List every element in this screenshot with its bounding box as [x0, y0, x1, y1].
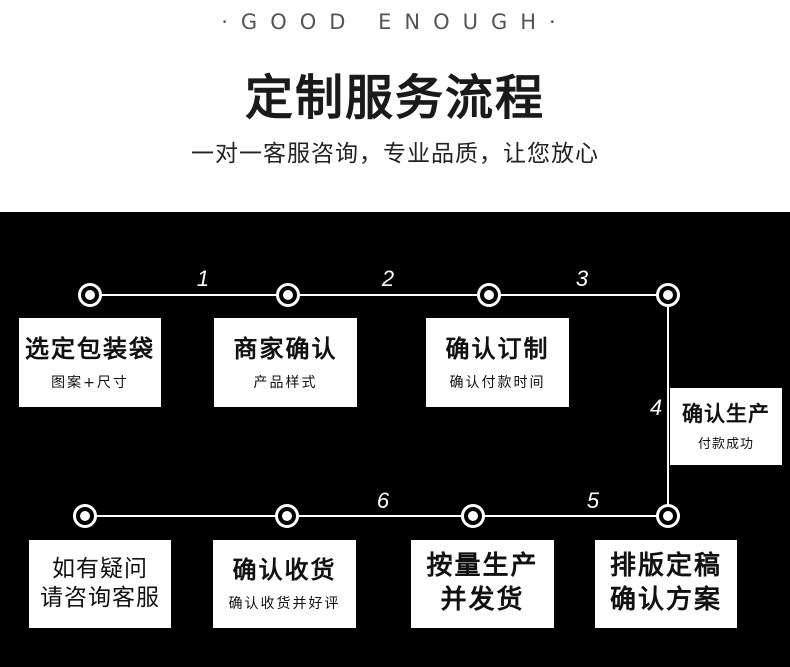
step-title: 排版定稿: [609, 551, 722, 582]
step-title: 确认订制: [445, 334, 550, 363]
step-subtitle: 产品样式: [253, 374, 318, 391]
flow-node-3: [477, 283, 501, 307]
flow-node-4: [656, 283, 680, 307]
step-number-1: 1: [196, 266, 210, 291]
flow-node-6: [461, 504, 485, 528]
step-box-contact-service: 如有疑问 请咨询客服: [29, 540, 171, 628]
header: ·GOOD ENOUGH· 定制服务流程 一对一客服咨询，专业品质，让您放心: [0, 0, 790, 212]
step-box-typeset: 排版定稿 确认方案: [595, 540, 737, 628]
step-subtitle: 确认付款时间: [449, 374, 546, 391]
step-number-2: 2: [381, 266, 395, 291]
step-title-line2: 确认方案: [609, 585, 722, 615]
page-subtitle: 一对一客服咨询，专业品质，让您放心: [191, 141, 599, 167]
step-title: 选定包装袋: [25, 334, 155, 363]
step-title: 如有疑问: [52, 556, 148, 583]
step-subtitle: 确认收货并好评: [228, 596, 341, 612]
flow-connector-lines: [85, 294, 669, 517]
step-title-line2: 并发货: [440, 585, 525, 615]
tagline: ·GOOD ENOUGH·: [221, 10, 569, 34]
step-title-line2: 请咨询客服: [40, 585, 160, 611]
step-subtitle: 付款成功: [697, 437, 754, 453]
flow-node-5: [656, 504, 680, 528]
step-number-4: 4: [649, 395, 663, 420]
step-title: 确认收货: [232, 556, 337, 584]
step-box-confirm-custom: 确认订制 确认付款时间: [426, 318, 569, 407]
step-box-confirm-receipt: 确认收货 确认收货并好评: [213, 540, 356, 628]
process-panel: 1 2 3 4 5 6 选定包装袋 图案+尺寸 商家确认 产品样式 确认订制 确…: [0, 212, 790, 667]
step-number-5: 5: [586, 488, 600, 513]
step-title: 确认生产: [682, 401, 770, 426]
step-number-6: 6: [376, 488, 390, 513]
flow-node-2: [276, 283, 300, 307]
flow-node-7: [275, 504, 299, 528]
step-number-3: 3: [575, 266, 589, 291]
page-title: 定制服务流程: [244, 70, 545, 126]
flow-node-8: [73, 504, 97, 528]
step-title: 按量生产: [426, 551, 539, 582]
step-box-select-bag: 选定包装袋 图案+尺寸: [19, 318, 161, 407]
step-subtitle: 图案+尺寸: [51, 374, 129, 391]
flow-node-1: [78, 283, 102, 307]
step-box-confirm-production: 确认生产 付款成功: [670, 388, 782, 465]
step-title: 商家确认: [233, 334, 338, 363]
step-box-mass-production: 按量生产 并发货: [411, 540, 554, 628]
step-box-merchant-confirm: 商家确认 产品样式: [214, 318, 357, 407]
